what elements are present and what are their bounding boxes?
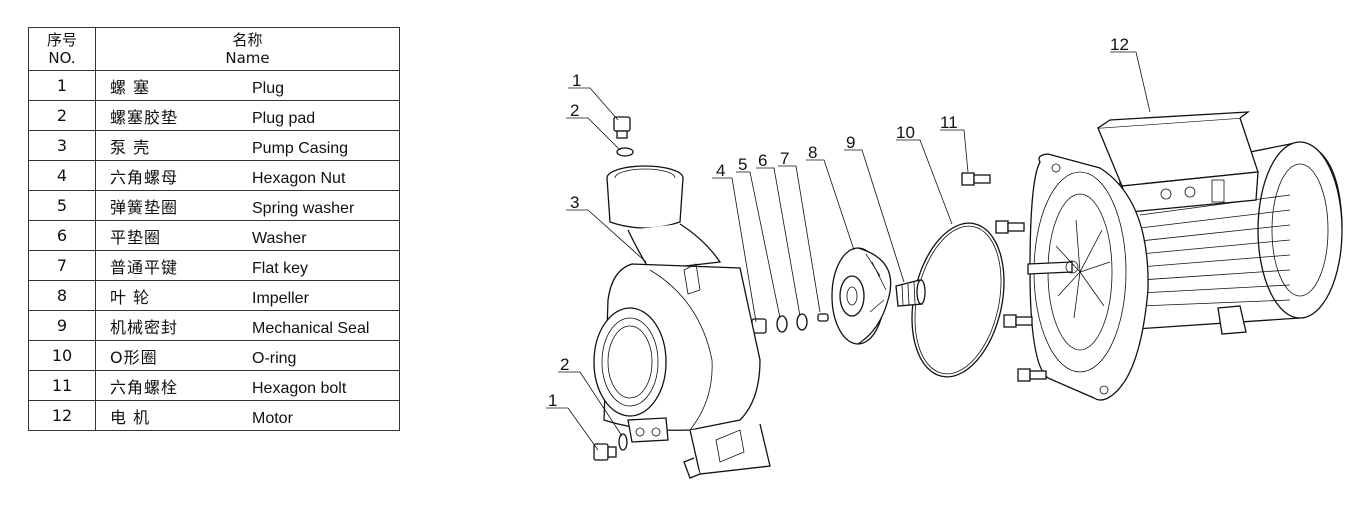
callout-pad-top: 2 <box>570 101 579 120</box>
part-number: 9 <box>28 310 96 341</box>
mechanical-seal <box>895 279 926 307</box>
part-description: 螺 塞 Plug <box>95 70 400 101</box>
washer <box>796 313 808 331</box>
part-name-en: Washer <box>252 229 307 247</box>
part-name-en: Impeller <box>252 289 309 307</box>
plug-pad-top <box>616 147 634 157</box>
callout-casing: 3 <box>570 193 579 212</box>
part-name-cn: 螺 塞 <box>110 77 151 97</box>
part-name-cn: 螺塞胶垫 <box>110 107 179 127</box>
part-name-cn: 机械密封 <box>110 317 179 337</box>
part-name-en: Plug <box>252 79 285 97</box>
part-name-cn: 电 机 <box>110 407 151 427</box>
part-description: O形圈 O-ring <box>95 340 400 371</box>
callout-washer: 6 <box>758 151 767 170</box>
part-number: 4 <box>28 160 96 191</box>
part-name-cn: 六角螺栓 <box>110 377 179 397</box>
part-description: 平垫圈 Washer <box>95 220 400 251</box>
table-row: 4 六角螺母 Hexagon Nut <box>28 160 400 191</box>
pump-casing <box>593 165 771 479</box>
callout-pad-bottom: 2 <box>560 355 569 374</box>
part-name-en: Spring washer <box>252 199 355 217</box>
part-name-en: Flat key <box>252 259 309 277</box>
part-name-en: O-ring <box>252 349 297 367</box>
part-number: 10 <box>28 340 96 371</box>
part-name-en: Hexagon bolt <box>252 379 347 397</box>
table-row: 10 O形圈 O-ring <box>28 340 400 371</box>
part-number: 8 <box>28 280 96 311</box>
part-description: 电 机 Motor <box>95 400 400 431</box>
callout-nut: 4 <box>716 161 725 180</box>
part-description: 泵 壳 Pump Casing <box>95 130 400 161</box>
part-name-en: Mechanical Seal <box>252 319 370 337</box>
callout-flat-key: 7 <box>780 149 789 168</box>
callout-impeller: 8 <box>808 143 817 162</box>
part-number: 12 <box>28 400 96 431</box>
header-no: 序号 NO. <box>28 27 96 71</box>
callout-plug-bottom: 1 <box>548 391 557 410</box>
table-row: 8 叶 轮 Impeller <box>28 280 400 311</box>
table-row: 2 螺塞胶垫 Plug pad <box>28 100 400 131</box>
part-description: 六角螺栓 Hexagon bolt <box>95 370 400 401</box>
callout-bolt: 11 <box>940 113 958 132</box>
part-number: 7 <box>28 250 96 281</box>
plug-pad-bottom <box>618 433 628 451</box>
part-name-en: Plug pad <box>252 109 316 127</box>
part-name-cn: O形圈 <box>110 347 158 367</box>
spring-washer <box>776 315 788 333</box>
callout-motor: 12 <box>1110 35 1129 54</box>
plug-top <box>613 116 631 139</box>
part-name-cn: 泵 壳 <box>110 137 151 157</box>
part-description: 六角螺母 Hexagon Nut <box>95 160 400 191</box>
part-name-en: Hexagon Nut <box>252 169 346 187</box>
part-name-en: Pump Casing <box>252 139 349 157</box>
plug-bottom <box>593 443 617 461</box>
part-description: 叶 轮 Impeller <box>95 280 400 311</box>
callout-plug-top: 1 <box>572 71 581 90</box>
table-row: 12 电 机 Motor <box>28 400 400 431</box>
hexagon-bolts <box>961 172 1047 382</box>
callout-spring-washer: 5 <box>738 155 747 174</box>
part-name-en: Motor <box>252 409 293 427</box>
callout-oring: 10 <box>896 123 915 142</box>
header-no-cn: 序号 <box>46 31 77 49</box>
part-name-cn: 叶 轮 <box>110 287 151 307</box>
table-header-row: 序号 NO. 名称 Name <box>28 27 400 71</box>
part-name-cn: 六角螺母 <box>110 167 179 187</box>
part-name-cn: 平垫圈 <box>110 227 162 247</box>
part-number: 2 <box>28 100 96 131</box>
flat-key <box>817 313 829 322</box>
header-name-en: Name <box>225 49 270 67</box>
part-description: 螺塞胶垫 Plug pad <box>95 100 400 131</box>
part-name-cn: 弹簧垫圈 <box>110 197 179 217</box>
part-name-cn: 普通平键 <box>110 257 179 277</box>
callout-leaders <box>546 51 1151 451</box>
impeller <box>831 247 892 345</box>
motor <box>1027 111 1343 401</box>
header-name-cn: 名称 <box>232 31 263 49</box>
callout-seal: 9 <box>846 133 855 152</box>
header-name: 名称 Name <box>95 27 400 71</box>
header-no-en: NO. <box>48 49 76 67</box>
